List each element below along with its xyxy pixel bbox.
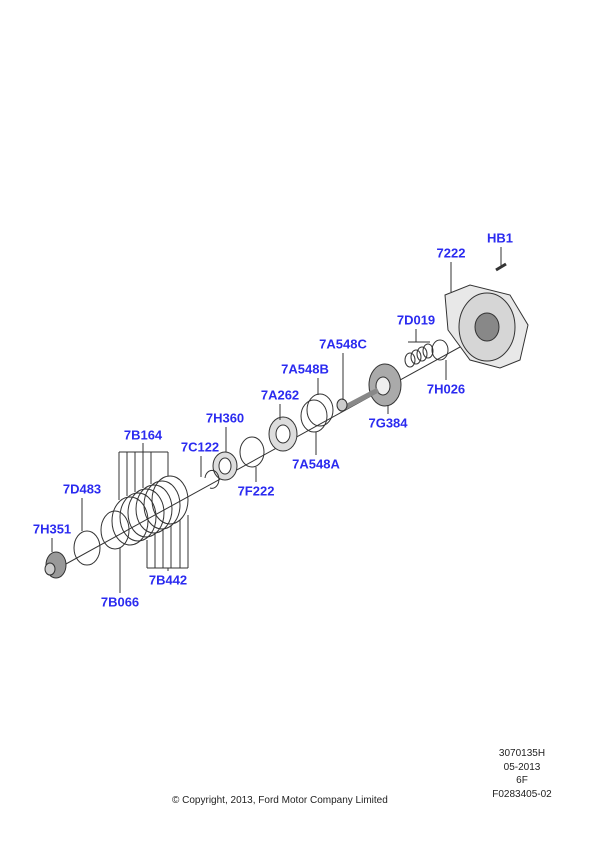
- callout-7b164[interactable]: 7B164: [123, 427, 163, 443]
- callout-7h026[interactable]: 7H026: [426, 381, 466, 397]
- drawing-date: 05-2013: [503, 761, 541, 773]
- gear-7h351: [44, 551, 67, 579]
- bearing-7a548a: [300, 399, 328, 433]
- ring-7f222: [239, 436, 265, 468]
- snap-ring-7d483: [73, 530, 101, 566]
- callout-7a548c[interactable]: 7A548C: [319, 336, 367, 352]
- callout-7a262[interactable]: 7A262: [260, 387, 300, 403]
- leader-lines: [51, 247, 502, 593]
- washer-7a548c: [336, 398, 348, 412]
- callout-7d019[interactable]: 7D019: [396, 312, 436, 328]
- copyright-notice: © Copyright, 2013, Ford Motor Company Li…: [172, 795, 388, 806]
- snap-ring-7c122: [204, 469, 220, 489]
- callout-7b442[interactable]: 7B442: [148, 572, 188, 588]
- ring-7h026: [431, 339, 449, 361]
- drawing-model: 6F: [516, 775, 528, 786]
- seal-rings-7d019: [404, 343, 434, 368]
- callout-7h360[interactable]: 7H360: [205, 410, 245, 426]
- drawing-info: 3070135H 05-2013 6F F0283405-02: [462, 747, 582, 801]
- figure-number: F0283405-02: [492, 788, 552, 800]
- callout-7d483[interactable]: 7D483: [62, 481, 102, 497]
- callout-7c122[interactable]: 7C122: [180, 439, 220, 455]
- callout-7f222[interactable]: 7F222: [237, 483, 275, 499]
- clutch-plates: [111, 475, 189, 546]
- bolt-hb1: [495, 262, 507, 272]
- callout-7b066[interactable]: 7B066: [100, 594, 140, 610]
- bearing-7a548b: [306, 393, 334, 427]
- gear-7g384: [338, 363, 402, 413]
- housing-7222: [444, 284, 529, 369]
- callout-7a548b[interactable]: 7A548B: [281, 361, 329, 377]
- callout-7222[interactable]: 7222: [436, 245, 466, 261]
- callout-7a548a[interactable]: 7A548A: [292, 456, 340, 472]
- plate-7b066: [100, 510, 130, 550]
- callout-7g384[interactable]: 7G384: [368, 415, 408, 431]
- drawing-code: 3070135H: [498, 748, 546, 759]
- callout-7h351[interactable]: 7H351: [32, 521, 72, 537]
- callout-hb1[interactable]: HB1: [486, 230, 514, 246]
